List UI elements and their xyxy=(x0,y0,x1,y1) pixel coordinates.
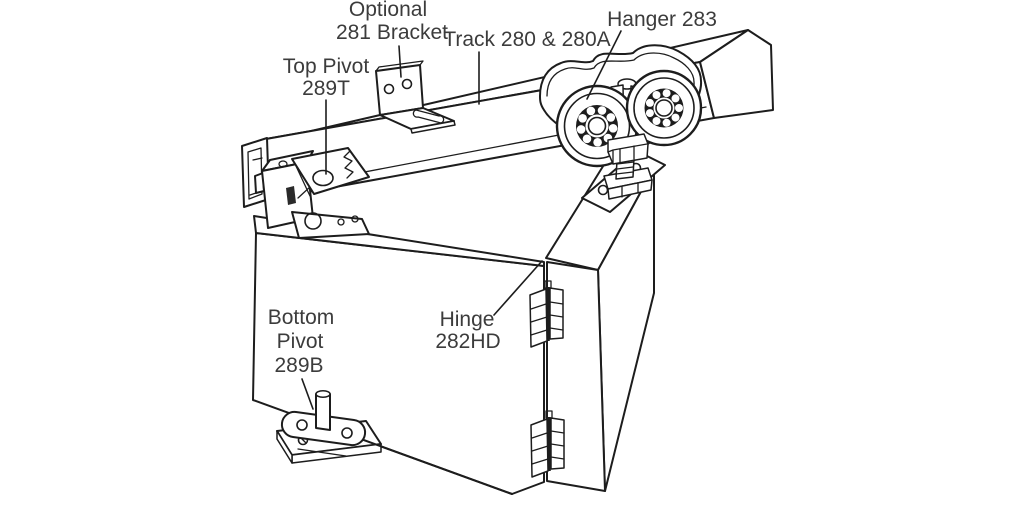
bracket-slot xyxy=(412,109,445,124)
top-pivot-art xyxy=(254,147,370,239)
track-end-cap xyxy=(699,29,774,119)
label-bottom-pivot-2: Pivot xyxy=(277,330,324,353)
label-bottom-pivot-3: 289B xyxy=(274,354,323,377)
top-pivot-slot xyxy=(286,186,296,205)
hinge-leaf-left xyxy=(529,288,548,348)
flange-nut-front xyxy=(607,179,653,200)
hanger-art xyxy=(539,44,703,213)
optional-bracket-art xyxy=(375,60,456,134)
label-track: Track 280 & 280A xyxy=(443,28,610,51)
bottom-pivot-pin xyxy=(315,393,331,431)
leader-lines xyxy=(301,30,622,410)
roller-wheel-left xyxy=(555,84,639,168)
top-pivot-door-plate xyxy=(291,211,370,239)
hinge-leaf-right xyxy=(550,417,565,470)
label-hinge-1: Hinge xyxy=(440,308,495,331)
bracket-hole xyxy=(401,78,413,90)
hinge-bottom-art xyxy=(530,410,565,478)
hanger-bolt-assembly xyxy=(581,133,666,213)
label-bottom-pivot-1: Bottom xyxy=(268,306,335,329)
roller-wheel-right xyxy=(625,69,703,147)
bottom-pivot-art xyxy=(276,390,513,495)
bracket-vertical-face xyxy=(375,64,424,116)
hinge-top-art xyxy=(529,280,564,348)
hinge-leaf-right xyxy=(549,287,564,340)
door-bottom-edge-overlay xyxy=(349,434,513,495)
labels: Optional 281 Bracket Track 280 & 280A Ha… xyxy=(268,0,717,377)
leader-hinge xyxy=(493,260,543,316)
leader-bottom-pivot xyxy=(301,378,314,410)
label-top-pivot-1: Top Pivot xyxy=(283,55,370,78)
label-optional-bracket-2: 281 Bracket xyxy=(336,21,448,44)
label-hanger: Hanger 283 xyxy=(607,8,717,31)
label-hinge-2: 282HD xyxy=(435,330,500,353)
bearing-balls xyxy=(645,89,683,127)
leader-hanger xyxy=(586,30,622,100)
leader-optional-bracket xyxy=(398,45,402,78)
bearing-balls xyxy=(576,106,618,147)
adjuster-nut xyxy=(607,133,649,165)
label-optional-bracket-1: Optional xyxy=(349,0,427,21)
bracket-hole xyxy=(383,83,395,95)
label-top-pivot-2: 289T xyxy=(302,77,350,100)
